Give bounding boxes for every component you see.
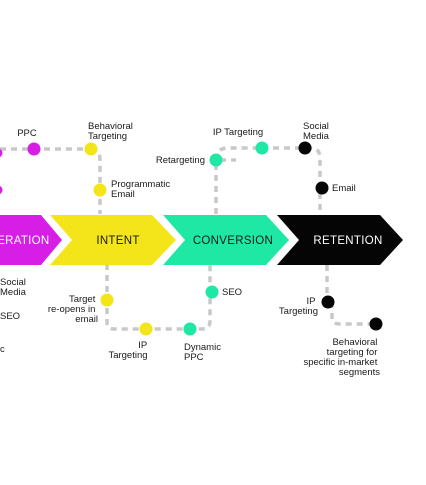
label-dynamic-ppc: Dynamic PPC	[184, 342, 224, 363]
stage-retention-label: RETENTION	[313, 235, 382, 247]
stage-intent: INTENT	[50, 215, 176, 265]
label-retargeting: Retargeting	[156, 155, 205, 166]
node-email-retention	[315, 181, 329, 195]
tactic-nodes	[0, 141, 383, 336]
label-email-retention: Email	[332, 183, 356, 194]
node-seo-conversion	[205, 285, 219, 299]
label-programmatic-email: Programmatic Email	[111, 179, 173, 200]
label-social-media-left: Social Media	[0, 277, 29, 298]
stage-arrows: DERATION INTENT CONVERSION RETENTION	[0, 215, 403, 265]
connector-conversion-top	[214, 146, 322, 214]
label-behavioral-in-market: Behavioral targeting for specific in-mar…	[303, 337, 380, 378]
node-purple-edge-top	[0, 148, 3, 158]
label-social-media-retention: Social Media	[303, 121, 332, 142]
stage-consideration: DERATION	[0, 215, 62, 265]
label-ppc: PPC	[17, 128, 37, 139]
stage-consideration-label: DERATION	[0, 235, 49, 247]
connector-behavioral-down	[90, 147, 102, 214]
stage-conversion-shape	[163, 215, 289, 265]
stage-retention: RETENTION	[277, 215, 403, 265]
stage-conversion-label: CONVERSION	[193, 235, 273, 247]
node-social-media-retention	[298, 141, 312, 155]
label-partial-left: c	[0, 344, 5, 355]
node-ip-targeting-retention	[321, 295, 335, 309]
node-ppc	[27, 142, 41, 156]
stage-conversion: CONVERSION	[163, 215, 289, 265]
label-ip-targeting-retention: IP Targeting	[279, 296, 318, 317]
stage-retention-shape	[277, 215, 403, 265]
label-ip-targeting-intent: IP Targeting	[108, 340, 149, 361]
node-ip-targeting-conversion	[255, 141, 269, 155]
connector-retention-bottom	[325, 265, 376, 326]
stage-consideration-shape	[0, 215, 62, 265]
stage-intent-shape	[50, 215, 176, 265]
node-behavioral-targeting	[84, 142, 98, 156]
stage-intent-label: INTENT	[96, 235, 139, 247]
node-programmatic-email	[93, 183, 107, 197]
connector-retarget-ip	[214, 146, 262, 161]
connector-intent-bottom	[105, 264, 212, 331]
label-seo-conversion: SEO	[222, 287, 242, 298]
node-behavioral-in-market	[369, 317, 383, 331]
node-purple-edge-mid	[0, 185, 3, 195]
label-seo-left: SEO	[0, 311, 20, 322]
label-behavioral-targeting: Behavioral Targeting	[88, 121, 136, 142]
tactic-labels: PPC Behavioral Targeting Programmatic Em…	[0, 121, 380, 378]
node-retargeting	[209, 153, 223, 167]
node-ip-targeting-intent	[139, 322, 153, 336]
label-target-reopens: Target re-opens in email	[48, 294, 98, 325]
node-dynamic-ppc	[183, 322, 197, 336]
node-target-reopens	[100, 293, 114, 307]
label-ip-targeting-conversion: IP Targeting	[213, 127, 263, 138]
